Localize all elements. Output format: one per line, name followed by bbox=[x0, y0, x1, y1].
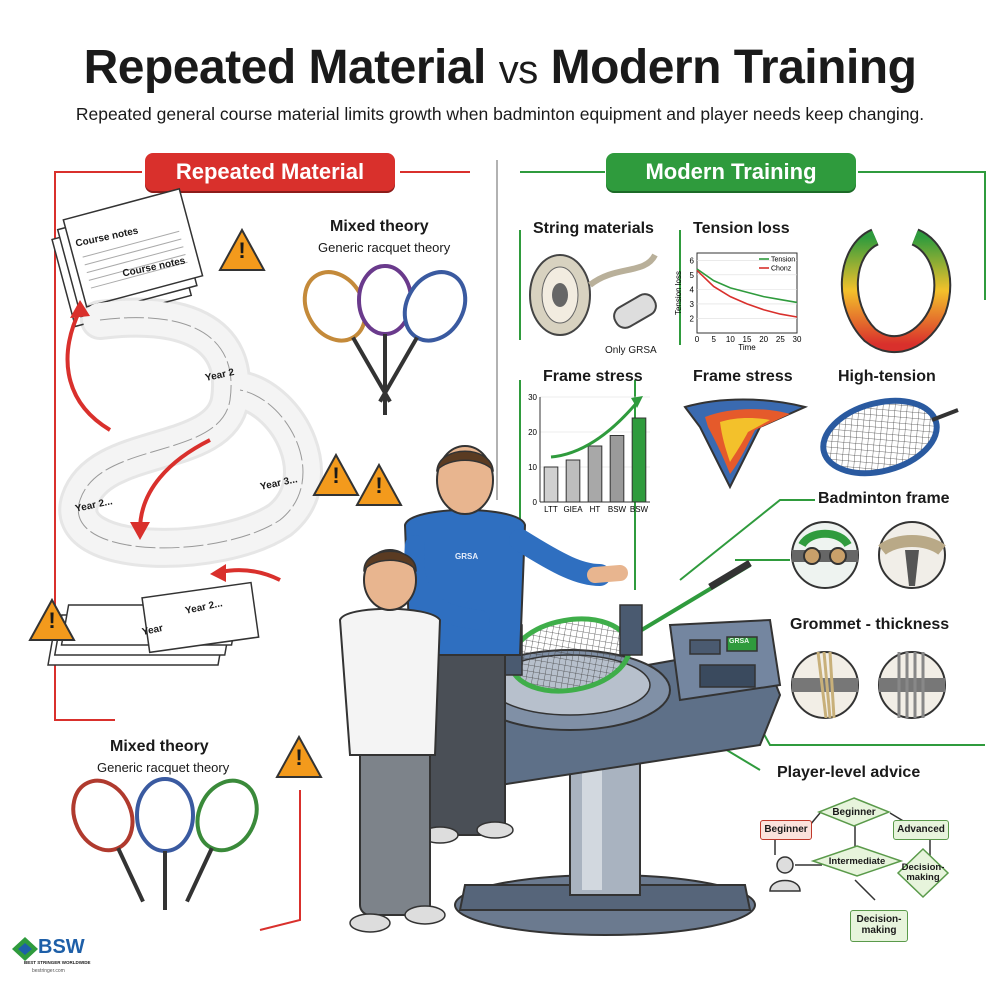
mixed-theory-subtitle-bottom: Generic racquet theory bbox=[97, 760, 230, 775]
tension-ytick: 2 bbox=[690, 314, 695, 323]
flow-beginner-left: Beginner bbox=[760, 820, 812, 840]
flow-advanced: Advanced bbox=[893, 820, 949, 840]
racquets-icon-bottom bbox=[71, 777, 259, 910]
string-materials-title: String materials bbox=[533, 220, 654, 237]
stress-category-label: LTT bbox=[544, 505, 558, 514]
stress-bar bbox=[543, 466, 559, 503]
player-level-advice-label: Player-level advice bbox=[777, 764, 921, 781]
stress-category-label: BSW bbox=[630, 505, 649, 514]
tension-xtick: 10 bbox=[726, 335, 735, 344]
warning-icon bbox=[355, 462, 403, 506]
tension-xtick: 30 bbox=[793, 335, 802, 344]
course-notes-stack-top bbox=[51, 187, 204, 328]
mixed-theory-title-bottom: Mixed theory bbox=[110, 738, 209, 755]
racquets-icon-top bbox=[302, 264, 468, 415]
flow-intermediate-diamond bbox=[810, 845, 904, 877]
frame-stress-triangle-icon bbox=[683, 398, 809, 490]
course-notes-stack-bottom bbox=[47, 581, 260, 666]
repeated-material-label: Repeated Material bbox=[145, 153, 395, 191]
stress-ytick: 20 bbox=[528, 428, 537, 437]
tension-xtick: 20 bbox=[759, 335, 768, 344]
stress-category-label: HT bbox=[590, 505, 601, 514]
modern-training-label: Modern Training bbox=[606, 153, 856, 191]
frame-grommet-icon-2 bbox=[878, 521, 946, 589]
mixed-theory-title-top: Mixed theory bbox=[330, 218, 429, 235]
warning-icon bbox=[312, 452, 360, 496]
tension-series-line bbox=[696, 269, 798, 318]
stress-category-label: BSW bbox=[608, 505, 627, 514]
stress-ytick: 30 bbox=[528, 393, 537, 402]
racquet-on-machine bbox=[499, 559, 752, 694]
bsw-logo-tagline: BEST STRINGER WORLDWIDE bbox=[24, 960, 91, 965]
page-title: Repeated Material vs Modern Training bbox=[0, 40, 1000, 95]
stress-bar bbox=[609, 435, 625, 503]
red-loop-arrow-bottom bbox=[219, 568, 281, 582]
stress-ytick: 0 bbox=[533, 498, 538, 507]
grommet-thin-icon bbox=[791, 651, 859, 719]
stress-ytick: 10 bbox=[528, 463, 537, 472]
tension-xlabel: Time bbox=[738, 343, 756, 352]
badminton-frame-label: Badminton frame bbox=[818, 490, 950, 507]
flow-beginner-top-diamond bbox=[816, 797, 892, 827]
racquet-head-stress-icon bbox=[841, 228, 952, 354]
bsw-logo-icon bbox=[12, 937, 38, 961]
frame-stress-label: Frame stress bbox=[693, 368, 793, 385]
stress-category-label: GIEA bbox=[563, 505, 583, 514]
stringing-scene bbox=[338, 445, 782, 936]
grommet-thick-icon bbox=[878, 651, 946, 719]
tension-ytick: 4 bbox=[690, 285, 695, 294]
red-loop-arrow-left bbox=[65, 309, 112, 432]
stress-bar bbox=[631, 417, 647, 503]
title-left: Repeated Material bbox=[83, 41, 487, 94]
tension-loss-title: Tension loss bbox=[693, 220, 790, 237]
tension-ylabel: Tension loss bbox=[674, 271, 683, 315]
flowchart-connectors bbox=[774, 812, 931, 901]
stringing-machine bbox=[454, 618, 782, 936]
flow-beginner-top: Beginner bbox=[832, 807, 876, 818]
flow-decision-right: Decision-making bbox=[901, 862, 945, 884]
student-figure bbox=[338, 549, 446, 933]
tension-xtick: 0 bbox=[695, 335, 700, 344]
flow-decision-bottom: Decision-making bbox=[850, 910, 908, 942]
flow-decision-right-diamond bbox=[896, 847, 950, 899]
title-vs: vs bbox=[498, 48, 539, 92]
title-right: Modern Training bbox=[550, 41, 917, 94]
grommet-thickness-label: Grommet - thickness bbox=[790, 616, 950, 633]
stress-bar bbox=[587, 445, 603, 503]
frame-grommet-icon-1 bbox=[791, 521, 859, 589]
mixed-theory-subtitle-top: Generic racquet theory bbox=[318, 240, 451, 255]
flow-intermediate: Intermediate bbox=[828, 856, 886, 867]
stress-trend-arrow bbox=[550, 399, 641, 459]
high-tension-label: High-tension bbox=[838, 368, 936, 385]
machine-badge: GRSA bbox=[729, 638, 750, 645]
page-subtitle: Repeated general course material limits … bbox=[75, 104, 925, 124]
tension-xtick: 5 bbox=[711, 335, 716, 344]
tension-series-line bbox=[696, 268, 798, 304]
high-tension-racquet-icon bbox=[820, 397, 959, 477]
warning-icon bbox=[218, 227, 266, 271]
warning-icon bbox=[28, 597, 76, 641]
tension-ytick: 5 bbox=[690, 271, 695, 280]
red-loop-arrow-mid bbox=[138, 438, 211, 531]
frame-stress-chart-title: Frame stress bbox=[543, 368, 643, 385]
stress-bar bbox=[565, 459, 581, 503]
bsw-logo-url: bestringer.com bbox=[32, 968, 65, 974]
tension-ytick: 3 bbox=[690, 300, 695, 309]
bsw-logo-text: BSW bbox=[38, 936, 85, 958]
repeated-material-illustration bbox=[47, 187, 323, 666]
tension-ytick: 6 bbox=[690, 256, 695, 265]
stress-trend-arrowhead bbox=[631, 396, 643, 408]
red-frame-line bbox=[54, 171, 142, 721]
string-spool-icon bbox=[529, 253, 658, 336]
tension-xtick: 25 bbox=[776, 335, 785, 344]
only-grsa-caption: Only GRSA bbox=[605, 345, 657, 356]
tension-legend-label: Chonz bbox=[771, 266, 792, 273]
shirt-logo: GRSA bbox=[455, 552, 479, 561]
tension-legend-label: Tension bbox=[771, 257, 795, 264]
tension-xtick: 15 bbox=[743, 335, 752, 344]
warning-icon bbox=[275, 734, 323, 778]
person-icon bbox=[769, 856, 801, 892]
